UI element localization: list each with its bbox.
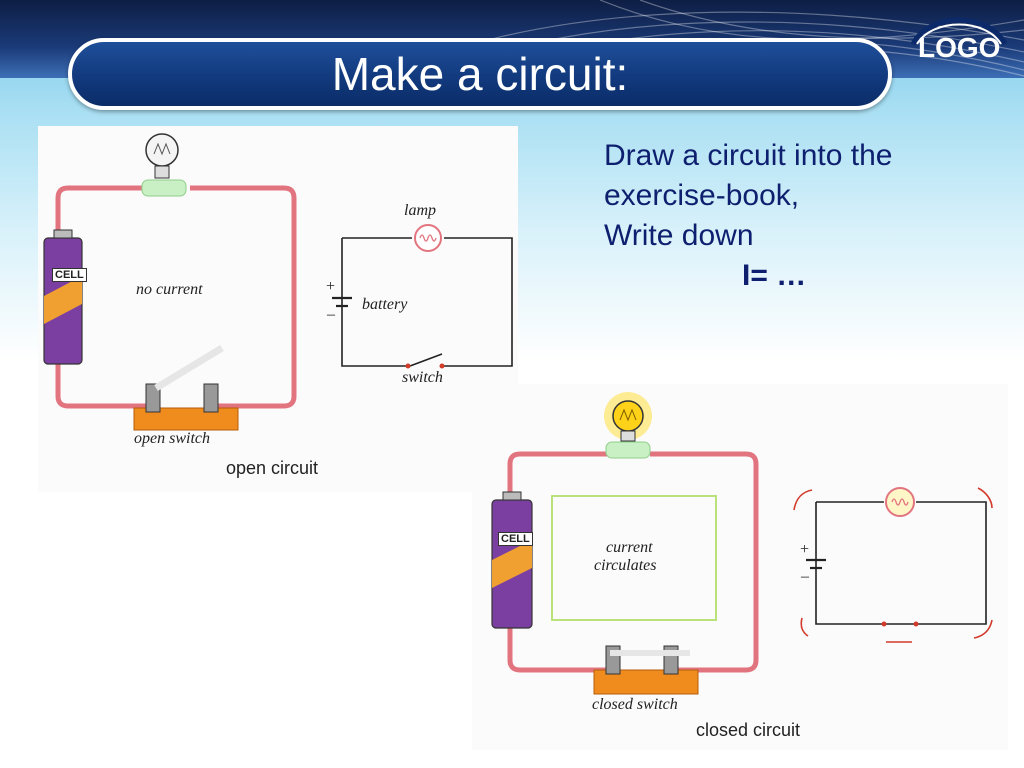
battery-cell-icon (43, 229, 83, 365)
lamp-symbol-icon (414, 224, 442, 252)
lamp-symbol-icon (885, 487, 915, 517)
page-title: Make a circuit: (331, 48, 629, 100)
switch-symbol-icon (881, 621, 887, 627)
lamp-label: lamp (404, 202, 436, 219)
circulates-label: circulates (594, 557, 657, 574)
formula-text: I= … (742, 259, 807, 292)
open-circuit-illustration: CELL no current open switch open circuit… (38, 126, 518, 492)
no-current-label: no current (136, 281, 203, 298)
title-bar: Make a circuit: (68, 38, 892, 110)
minus-sign: – (801, 568, 809, 585)
instruction-line: Draw a circuit into the (604, 139, 893, 172)
open-circuit-diagram (332, 237, 513, 367)
plus-sign: + (799, 541, 810, 558)
closed-switch-label: closed switch (592, 696, 678, 713)
plus-sign: + (325, 278, 336, 295)
closed-circuit-drawing (491, 392, 993, 695)
knife-switch-icon (133, 345, 239, 431)
battery-cell-icon (491, 491, 533, 629)
switch-label: switch (402, 369, 443, 386)
closed-circuit-diagram (806, 501, 987, 625)
light-bulb-icon (604, 392, 652, 459)
instruction-line: exercise-book, (604, 179, 800, 212)
closed-circuit-illustration: CELL current circulates closed switch cl… (472, 384, 1008, 750)
current-arrow-icon (793, 487, 993, 643)
battery-label: battery (362, 296, 408, 313)
instructions-text: Draw a circuit into the exercise-book, W… (604, 136, 1004, 296)
cell-label: CELL (52, 268, 87, 282)
current-label: current (606, 539, 653, 556)
open-switch-label: open switch (134, 430, 210, 447)
instruction-line: Write down (604, 219, 754, 252)
switch-symbol-icon (405, 363, 411, 369)
minus-sign: – (327, 306, 335, 323)
open-circuit-caption: open circuit (226, 458, 319, 478)
open-circuit-drawing (43, 133, 513, 431)
knife-switch-icon (593, 645, 699, 695)
light-bulb-icon (141, 133, 187, 197)
closed-circuit-caption: closed circuit (696, 720, 801, 740)
current-arrow-icon (551, 495, 717, 621)
logo-text: LOGO (918, 32, 1001, 63)
cell-label: CELL (498, 532, 533, 546)
logo-arc-icon (910, 17, 1008, 46)
